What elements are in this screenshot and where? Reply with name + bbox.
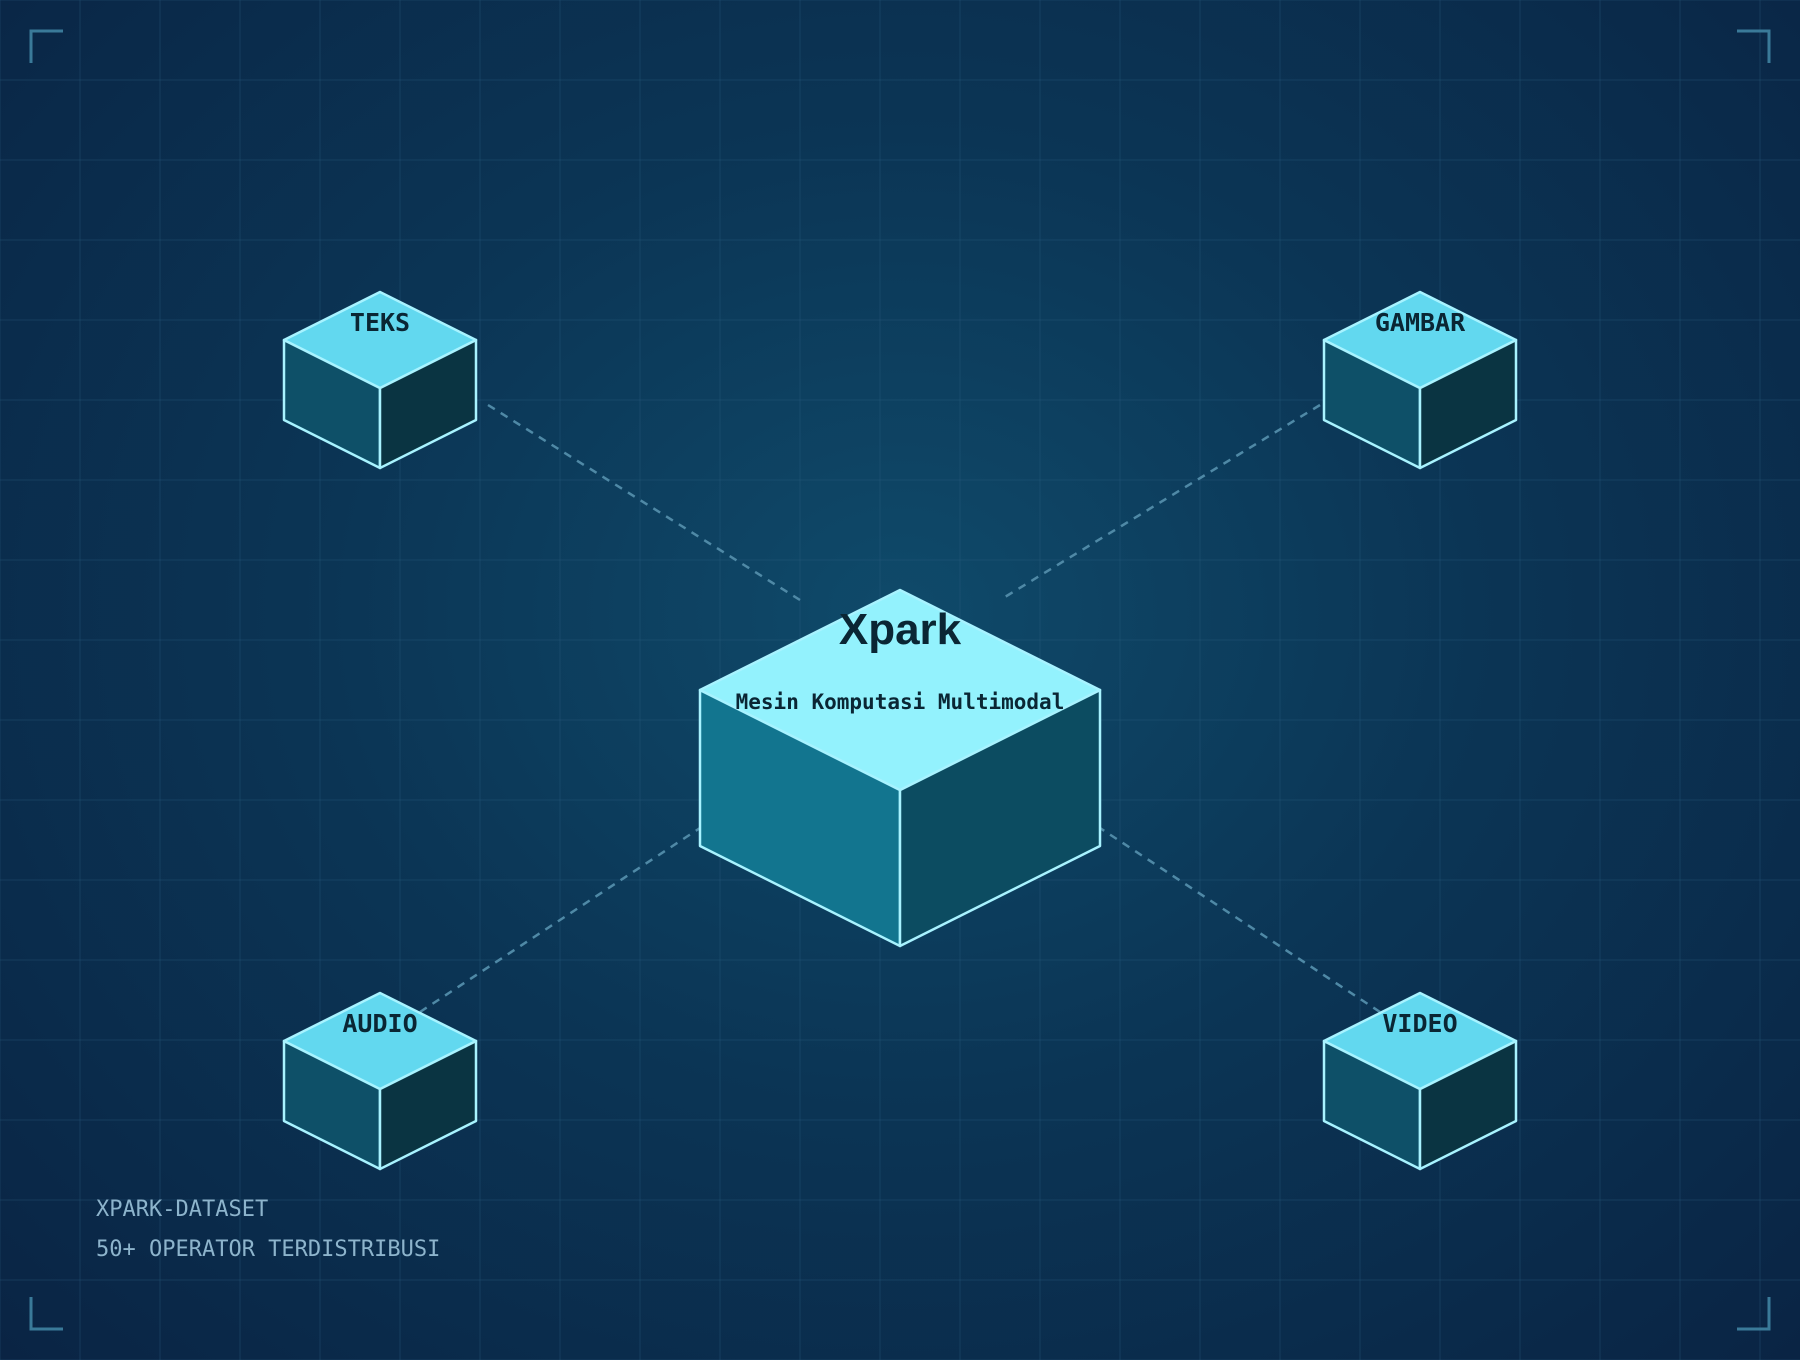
corner-bracket-bottom-right [1737, 1297, 1771, 1331]
central-title: Xpark [839, 605, 962, 654]
footer-info: XPARK-DATASET 50+ OPERATOR TERDISTRIBUSI [96, 1197, 440, 1262]
footer-operator-count: 50+ OPERATOR TERDISTRIBUSI [96, 1237, 440, 1262]
cube-gambar[interactable]: GAMBAR [1322, 290, 1518, 470]
cube-audio[interactable]: AUDIO [282, 991, 478, 1171]
central-subtitle: Mesin Komputasi Multimodal [736, 690, 1065, 714]
corner-bracket-bottom-left [29, 1297, 63, 1331]
central-cube-top-face [698, 588, 1102, 792]
cube-video-top-face [1322, 991, 1518, 1091]
connector-video [1099, 826, 1381, 1014]
central-cube-xpark[interactable]: Xpark Mesin Komputasi Multimodal [698, 588, 1102, 948]
cube-teks-top-face [282, 290, 478, 390]
cube-audio-top-face [282, 991, 478, 1091]
connectors [419, 403, 1381, 1014]
cube-teks[interactable]: TEKS [282, 290, 478, 470]
connector-gambar [999, 403, 1321, 602]
cube-gambar-label: GAMBAR [1375, 308, 1466, 337]
corner-bracket-top-right [1737, 29, 1771, 63]
corner-brackets [29, 29, 1771, 1331]
cube-video-label: VIDEO [1382, 1009, 1457, 1038]
footer-dataset-label: XPARK-DATASET [96, 1197, 268, 1222]
connector-audio [419, 826, 701, 1014]
cube-teks-label: TEKS [350, 308, 410, 337]
connector-teks [487, 403, 801, 602]
cube-video[interactable]: VIDEO [1322, 991, 1518, 1171]
cube-audio-label: AUDIO [342, 1009, 417, 1038]
corner-bracket-top-left [29, 29, 63, 63]
cube-gambar-top-face [1322, 290, 1518, 390]
